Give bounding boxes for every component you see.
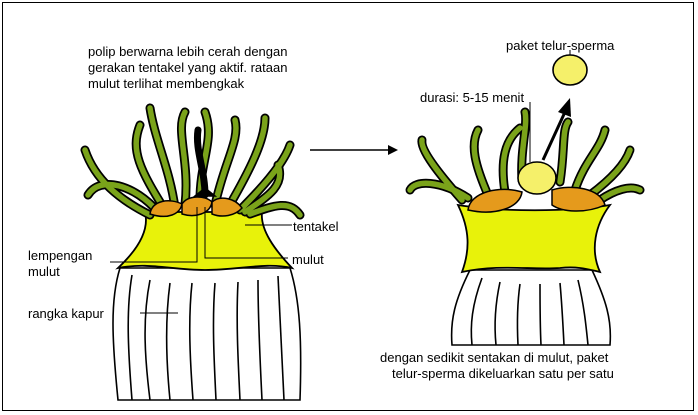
caption-line-1: dengan sedikit sentakan di mulut, paket xyxy=(380,350,608,365)
transition-arrow xyxy=(310,145,398,155)
label-skeleton: rangka kapur xyxy=(28,306,104,321)
emerging-bundle xyxy=(518,162,556,194)
description-line-1: polip berwarna lebih cerah dengan xyxy=(88,44,287,59)
released-bundle xyxy=(553,55,587,85)
label-duration: durasi: 5-15 menit xyxy=(420,90,524,105)
right-skeleton xyxy=(452,270,611,345)
label-oral-disc-line-1: lempengan xyxy=(28,248,92,263)
label-tentacle: tentakel xyxy=(293,219,339,234)
label-oral-disc-line-2: mulut xyxy=(28,264,60,279)
left-skeleton xyxy=(113,268,301,400)
description-line-2: gerakan tentakel yang aktif. rataan xyxy=(88,60,287,75)
right-polyp-column xyxy=(458,205,610,272)
left-polyp xyxy=(85,108,301,400)
label-mouth: mulut xyxy=(292,252,324,267)
description-line-3: mulut terlihat membengkak xyxy=(88,76,244,91)
caption-line-2: telur-sperma dikeluarkan satu per satu xyxy=(392,366,614,381)
label-bundle: paket telur-sperma xyxy=(506,38,614,53)
